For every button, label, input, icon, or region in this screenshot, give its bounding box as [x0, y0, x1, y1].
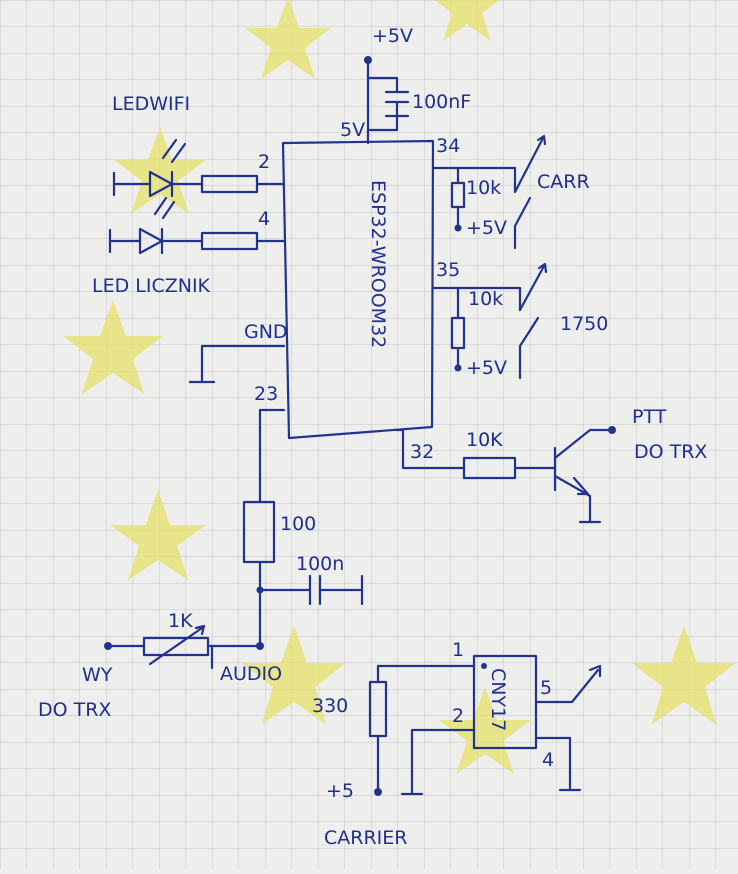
wy-label-1: WY: [82, 664, 113, 686]
pin-4-label: 4: [258, 208, 270, 230]
opto-section: CNY17 1 2 5 4 330 +5 CARRIER: [312, 639, 602, 849]
carrier-label: CARRIER: [324, 827, 407, 849]
wy-label-2: DO TRX: [38, 699, 111, 721]
plus5v-a-label: +5V: [466, 217, 507, 239]
pin-35-label: 35: [436, 259, 460, 281]
pin-2-label: 2: [258, 151, 270, 173]
led-section: LEDWIFI 2 4 LED LICZNIK: [92, 93, 286, 297]
opto-pin-5: 5: [540, 677, 552, 699]
plus5v-b-label: +5V: [466, 357, 507, 379]
opto-pin-2: 2: [452, 705, 464, 727]
switch-carr-section: 34 10k +5V CARR: [431, 134, 590, 250]
pin-23-label: 23: [254, 383, 278, 405]
supply-section: +5V 100nF 5V: [340, 25, 471, 145]
cap-100nf-label: 100nF: [412, 91, 471, 113]
res-330-label: 330: [312, 695, 348, 717]
ptt-label-2: DO TRX: [634, 441, 707, 463]
gnd-section: GND 23: [188, 321, 288, 504]
chip-label: ESP32-WROOM32: [367, 180, 389, 348]
pin-gnd-label: GND: [244, 321, 288, 343]
opto-label: CNY17: [487, 668, 509, 731]
led-licznik-label: LED LICZNIK: [92, 275, 211, 297]
cap-100n-label: 100n: [296, 553, 344, 575]
ptt-label-1: PTT: [632, 406, 667, 428]
ptt-section: 32 10K PTT DO TRX: [393, 406, 707, 524]
led-wifi-label: LEDWIFI: [112, 93, 190, 115]
switch-carr-label: CARR: [537, 171, 590, 193]
res-10k-b-label: 10k: [468, 288, 503, 310]
switch-1750-label: 1750: [560, 313, 608, 335]
esp32-module: ESP32-WROOM32: [281, 139, 435, 440]
pin-34-label: 34: [436, 135, 460, 157]
switch-1750-section: 35 10k +5V 1750: [431, 259, 608, 380]
supply-top-label: +5V: [372, 25, 413, 47]
res-100-label: 100: [280, 513, 316, 535]
res-1k-label: 1K: [168, 610, 193, 632]
audio-label: AUDIO: [220, 663, 282, 685]
plus5-bottom-label: +5: [326, 780, 354, 802]
pin-32-label: 32: [410, 441, 434, 463]
res-10k-a-label: 10k: [466, 177, 501, 199]
audio-section: 100 100n 1K WY DO TRX AUDIO: [38, 500, 364, 721]
star-decoration: [63, 0, 736, 774]
res-10k-ptt-label: 10K: [466, 429, 503, 451]
pin-5v-label: 5V: [340, 119, 365, 141]
opto-pin-4: 4: [542, 749, 554, 771]
opto-pin-1: 1: [452, 639, 464, 661]
